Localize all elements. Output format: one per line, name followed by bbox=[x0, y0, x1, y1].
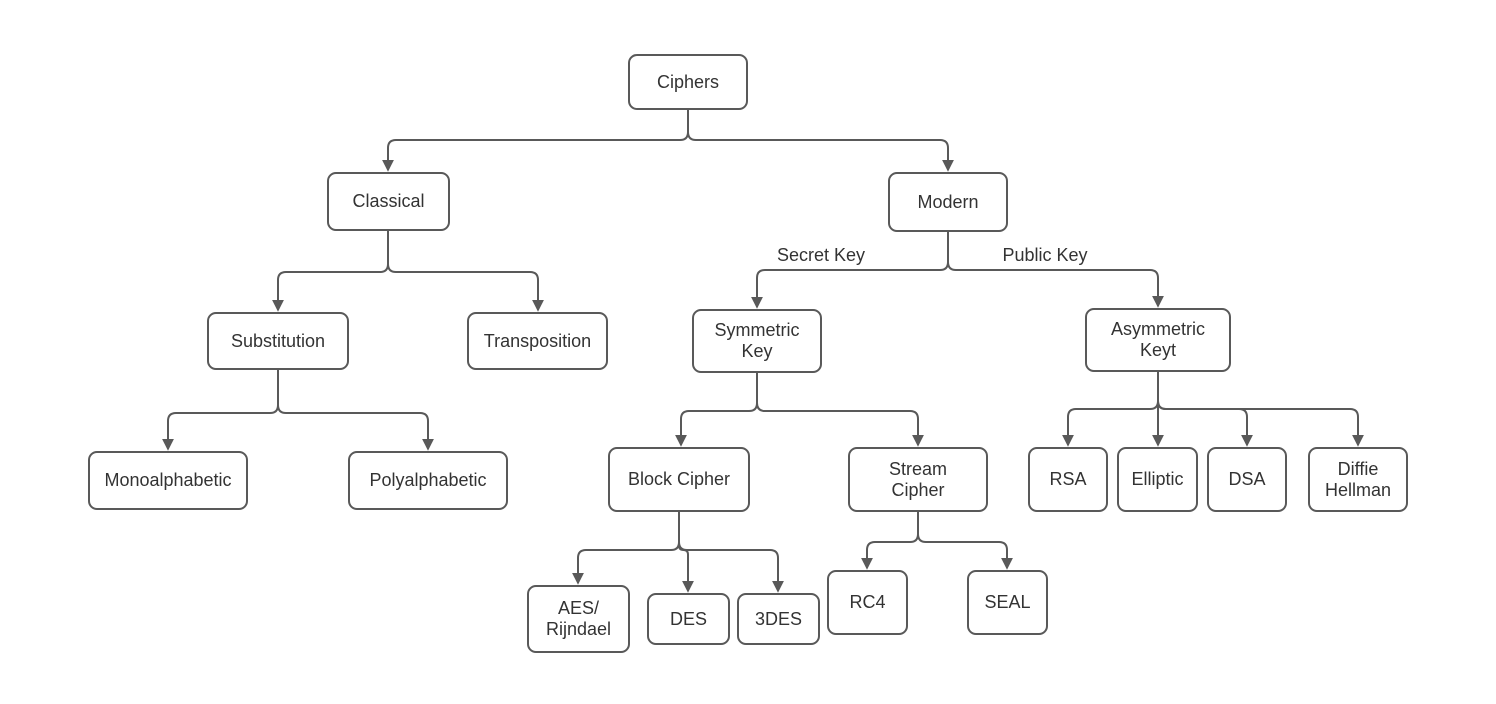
edge-label-public-key: Public Key bbox=[999, 245, 1091, 266]
edge-substitution-to-monoalphabetic bbox=[162, 370, 279, 451]
node-diffie-hellman: Diffie Hellman bbox=[1308, 447, 1408, 512]
node-rsa: RSA bbox=[1028, 447, 1108, 512]
node-polyalphabetic: Polyalphabetic bbox=[348, 451, 508, 510]
edge-asymmetric-to-diffie-hellman bbox=[1157, 372, 1364, 447]
edge-symmetric-to-block-cipher bbox=[675, 373, 758, 447]
node-asymmetric-key: Asymmetric Keyt bbox=[1085, 308, 1231, 372]
node-symmetric-key: Symmetric Key bbox=[692, 309, 822, 373]
node-des: DES bbox=[647, 593, 730, 645]
node-3des: 3DES bbox=[737, 593, 820, 645]
edge-classical-to-substitution bbox=[272, 231, 389, 312]
edge-substitution-to-polyalphabetic bbox=[277, 370, 434, 451]
edge-modern-to-asymmetric-key bbox=[947, 232, 1164, 308]
edge-modern-to-symmetric-key bbox=[751, 232, 949, 309]
node-block-cipher: Block Cipher bbox=[608, 447, 750, 512]
edge-stream-to-rc4 bbox=[861, 512, 919, 570]
node-rc4: RC4 bbox=[827, 570, 908, 635]
node-modern: Modern bbox=[888, 172, 1008, 232]
node-classical: Classical bbox=[327, 172, 450, 231]
node-aes-rijndael: AES/ Rijndael bbox=[527, 585, 630, 653]
edge-block-to-aes-rijndael bbox=[572, 512, 680, 585]
edge-ciphers-to-modern bbox=[687, 110, 954, 172]
node-ciphers: Ciphers bbox=[628, 54, 748, 110]
node-monoalphabetic: Monoalphabetic bbox=[88, 451, 248, 510]
edge-block-to-3des bbox=[678, 512, 784, 593]
edge-asymmetric-to-rsa bbox=[1062, 372, 1159, 447]
node-dsa: DSA bbox=[1207, 447, 1287, 512]
node-substitution: Substitution bbox=[207, 312, 349, 370]
node-seal: SEAL bbox=[967, 570, 1048, 635]
edge-label-secret-key: Secret Key bbox=[773, 245, 869, 266]
node-transposition: Transposition bbox=[467, 312, 608, 370]
edge-symmetric-to-stream-cipher bbox=[756, 373, 924, 447]
edge-ciphers-to-classical bbox=[382, 110, 689, 172]
edge-classical-to-transposition bbox=[387, 231, 544, 312]
edge-stream-to-seal bbox=[917, 512, 1013, 570]
edge-block-to-des bbox=[678, 512, 694, 593]
node-elliptic: Elliptic bbox=[1117, 447, 1198, 512]
node-stream-cipher: Stream Cipher bbox=[848, 447, 988, 512]
